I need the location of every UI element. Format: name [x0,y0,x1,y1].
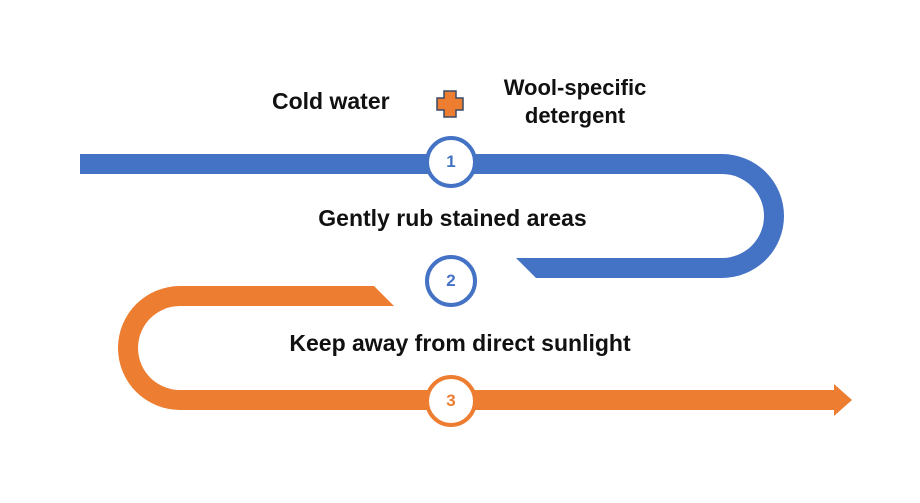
orange-flow-band [118,286,852,416]
step-badge-1 [425,136,477,188]
step-number-2: 2 [446,271,456,290]
step-text-sunlight: Keep away from direct sunlight [289,330,631,356]
step-number-3: 3 [446,391,456,410]
plus-icon [436,90,464,118]
step-badge-2 [425,255,477,307]
step-number-1: 1 [446,152,456,171]
ingredient-cold-water: Cold water [272,88,390,114]
ingredient-detergent: Wool-specific detergent [503,75,647,128]
blue-flow-band [80,154,784,278]
step-badge-3 [425,375,477,427]
step-text-rub: Gently rub stained areas [318,205,587,231]
